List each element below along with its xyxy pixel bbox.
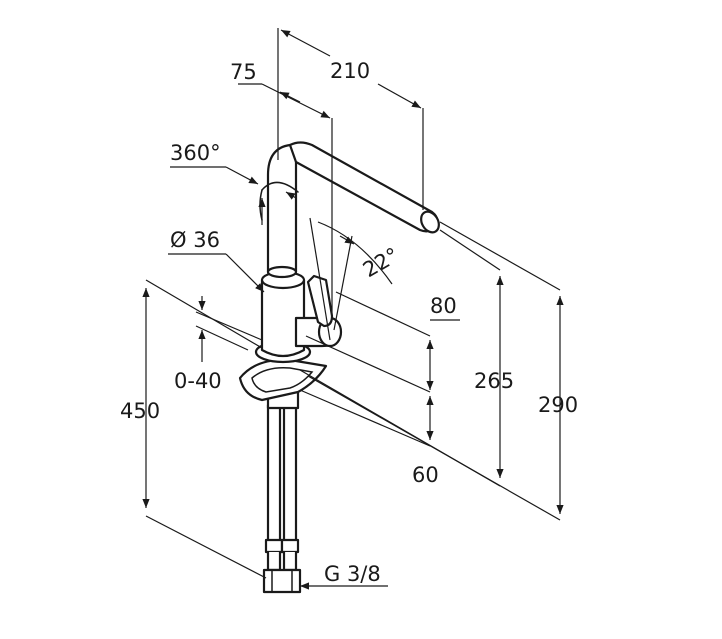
dimension-label-80: 80 xyxy=(430,294,457,318)
dimension-label-g-3-8: G 3/8 xyxy=(324,562,381,586)
dimension-label-290: 290 xyxy=(538,393,578,417)
dimension-label-diameter-36: Ø 36 xyxy=(170,228,220,252)
supply-hoses xyxy=(262,403,302,594)
faucet-illustration xyxy=(238,141,440,594)
dimension-label-360: 360° xyxy=(170,141,221,165)
faucet-spout xyxy=(288,141,440,234)
dimension-label-22-degrees: 22° xyxy=(359,243,403,282)
dimension-label-210: 210 xyxy=(330,59,370,83)
swivel-arc xyxy=(261,181,299,193)
dimension-label-450: 450 xyxy=(120,399,160,423)
dimension-lines xyxy=(142,28,564,590)
dimension-label-60: 60 xyxy=(412,463,439,487)
dimension-label-75: 75 xyxy=(230,60,257,84)
dimension-label-0-40: 0-40 xyxy=(174,369,222,393)
faucet-body xyxy=(260,143,343,358)
dimension-label-265: 265 xyxy=(474,369,514,393)
